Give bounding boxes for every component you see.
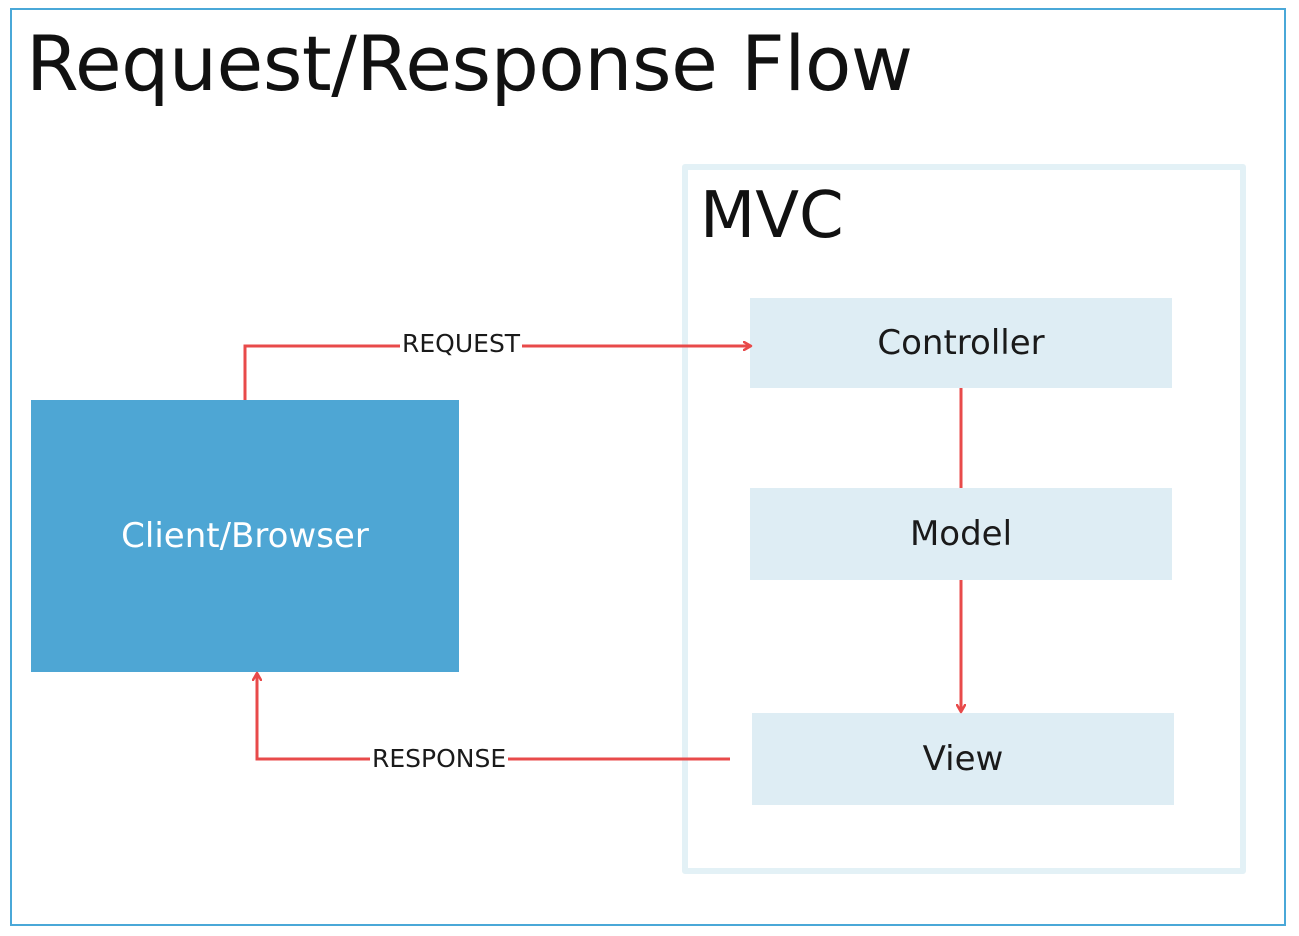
diagram-title: Request/Response Flow [26, 19, 913, 108]
view-node-label: View [922, 739, 1004, 779]
mvc-container [682, 164, 1246, 874]
view-node: View [752, 713, 1174, 805]
response-arrow [257, 674, 730, 761]
controller-node: Controller [750, 298, 1172, 388]
client-browser-node: Client/Browser [31, 400, 459, 672]
model-node-label: Model [909, 514, 1013, 554]
mvc-container-label: MVC [700, 179, 844, 253]
request-label: REQUEST [400, 329, 523, 358]
request-arrow [243, 346, 750, 400]
client-browser-node-label: Client/Browser [121, 516, 369, 556]
controller-node-label: Controller [877, 323, 1045, 363]
response-label: RESPONSE [370, 744, 509, 773]
model-node: Model [750, 488, 1172, 580]
